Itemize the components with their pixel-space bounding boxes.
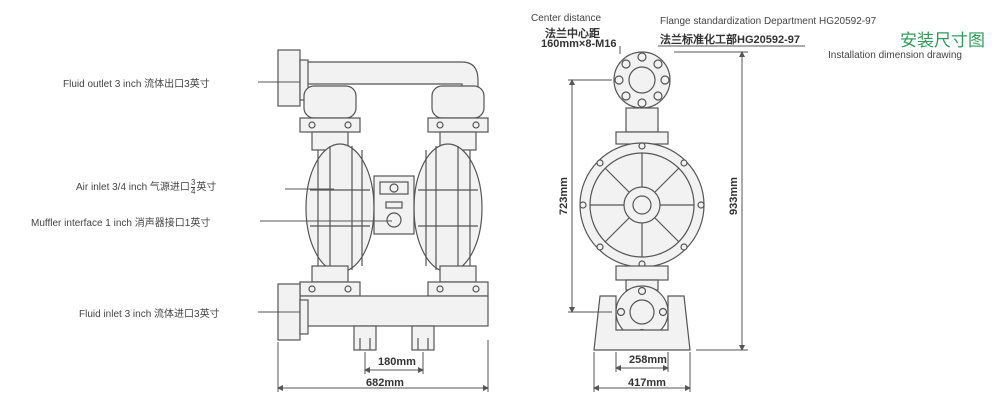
drawing-title-en: Installation dimension drawing: [828, 50, 962, 61]
label-muffler: Muffler interface 1 inch 消声器接口1英寸: [31, 218, 211, 229]
label-center-distance-value: 160mm×8-M16: [541, 38, 617, 50]
chamber-left: [305, 143, 375, 273]
label-fluid-outlet: Fluid outlet 3 inch 流体出口3英寸: [63, 79, 210, 90]
fraction-numerator: 3: [190, 177, 196, 188]
chamber-right: [413, 143, 483, 273]
label-flange-en: Flange standardization Department HG2059…: [660, 16, 877, 27]
top-elbow-right: [431, 85, 485, 119]
side-base: [593, 295, 691, 351]
dim-side-height: 723mm: [558, 177, 570, 215]
label-center-distance-cn: 法兰中心距: [545, 28, 600, 40]
label-air-inlet-suffix: 英寸: [196, 182, 217, 193]
side-view: [579, 51, 705, 351]
label-fluid-inlet: Fluid inlet 3 inch 流体进口3英寸: [79, 309, 220, 320]
fraction-denominator: 4: [190, 186, 196, 196]
dim-front-width: 682mm: [366, 377, 404, 389]
label-flange-cn: 法兰标准化工部HG20592-97: [660, 34, 800, 46]
front-view: [277, 49, 489, 351]
dim-side-width: 417mm: [628, 377, 666, 389]
foot-left: [353, 325, 377, 351]
dim-base-width: 258mm: [629, 354, 667, 366]
label-air-inlet: Air inlet 3/4 inch 气源进口: [76, 182, 190, 193]
dim-total-height: 933mm: [728, 177, 740, 215]
dim-bolt-spacing: 180mm: [378, 356, 416, 368]
inlet-manifold: [299, 295, 489, 327]
foot-right: [411, 325, 435, 351]
top-elbow-left: [303, 85, 357, 119]
front-dimensions: [277, 340, 489, 392]
front-leaders: [258, 81, 392, 313]
outlet-flange: [277, 49, 301, 107]
label-center-distance-en: Center distance: [531, 13, 602, 24]
drawing-title-cn: 安装尺寸图: [900, 31, 985, 50]
side-dimensions: [568, 45, 805, 392]
